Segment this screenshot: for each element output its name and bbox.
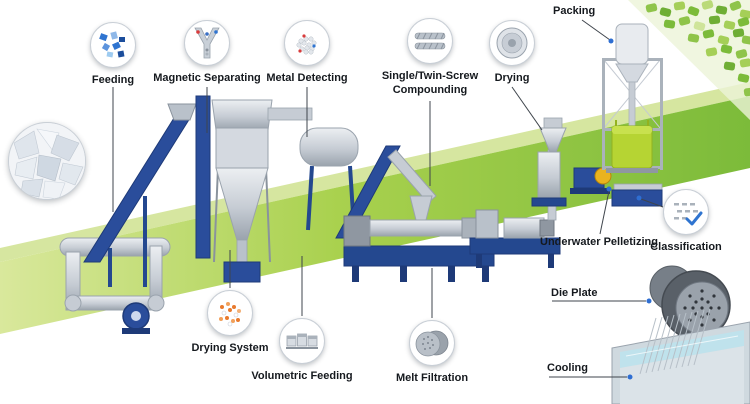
twin-screws-icon bbox=[407, 18, 453, 64]
washing-drum bbox=[267, 107, 359, 231]
downstream-unit bbox=[469, 209, 561, 268]
callout-magnetic-separating: Magnetic Separating bbox=[141, 20, 273, 86]
filter-discs-icon bbox=[409, 320, 455, 366]
blower bbox=[122, 302, 150, 334]
three-hoppers-icon bbox=[279, 318, 325, 364]
callout-feeding: Feeding bbox=[47, 22, 179, 88]
leader-lines bbox=[112, 19, 664, 378]
pellets-image bbox=[628, 0, 750, 120]
sieve-checkmark-icon bbox=[663, 189, 709, 235]
callout-classification: Classification bbox=[620, 189, 750, 255]
round-dryer-top-icon bbox=[489, 20, 535, 66]
callout-drying-label: Drying bbox=[494, 72, 530, 84]
callout-compounding: Single/Twin-Screw Compounding bbox=[379, 18, 481, 98]
die-plate-image bbox=[649, 265, 731, 340]
die-plate-label: Die Plate bbox=[551, 287, 598, 299]
callout-metal-detecting: Metal Detecting bbox=[241, 20, 373, 86]
callout-magnetic-separating-label: Magnetic Separating bbox=[153, 72, 261, 84]
callout-melt-filtration-label: Melt Filtration bbox=[395, 372, 469, 384]
underwater-pelletizing-label: Underwater Pelletizing bbox=[540, 236, 658, 248]
strands bbox=[639, 308, 711, 375]
callout-volumetric-feeding: Volumetric Feeding bbox=[236, 318, 368, 384]
centrifugal-dryer bbox=[570, 167, 612, 194]
packing-label: Packing bbox=[553, 5, 596, 17]
callout-classification-label: Classification bbox=[650, 241, 722, 253]
callout-drying: Drying bbox=[446, 20, 578, 86]
packing-station bbox=[602, 23, 663, 173]
dewatering-dryer bbox=[531, 117, 567, 221]
big-bag bbox=[611, 120, 653, 169]
cyclone-separator bbox=[195, 95, 273, 283]
leader-dots bbox=[606, 38, 652, 380]
callout-feeding-label: Feeding bbox=[91, 74, 135, 86]
clear-plastic-flakes-icon bbox=[9, 123, 85, 199]
cooling-label: Cooling bbox=[547, 362, 588, 374]
magnetic-chute-icon bbox=[184, 20, 230, 66]
callout-drying-system-label: Drying System bbox=[191, 342, 269, 354]
callout-drying-system: Drying System bbox=[164, 290, 296, 356]
pellets-with-metal-specks-icon bbox=[284, 20, 330, 66]
green-band bbox=[0, 96, 750, 334]
callout-melt-filtration: Melt Filtration bbox=[366, 320, 498, 386]
infeed-conveyor bbox=[83, 103, 197, 287]
callout-metal-detecting-label: Metal Detecting bbox=[266, 72, 348, 84]
cooling-tank-image bbox=[611, 308, 750, 404]
friction-washer-pipes bbox=[59, 237, 171, 312]
callout-volumetric-feeding-label: Volumetric Feeding bbox=[251, 370, 353, 382]
callout-compounding-label: Single/Twin-Screw Compounding bbox=[381, 70, 479, 96]
raw-material-flakes-image bbox=[8, 122, 86, 200]
blue-plastic-flakes-icon bbox=[90, 22, 136, 68]
orange-flakes-icon bbox=[207, 290, 253, 336]
extruder bbox=[343, 195, 495, 282]
